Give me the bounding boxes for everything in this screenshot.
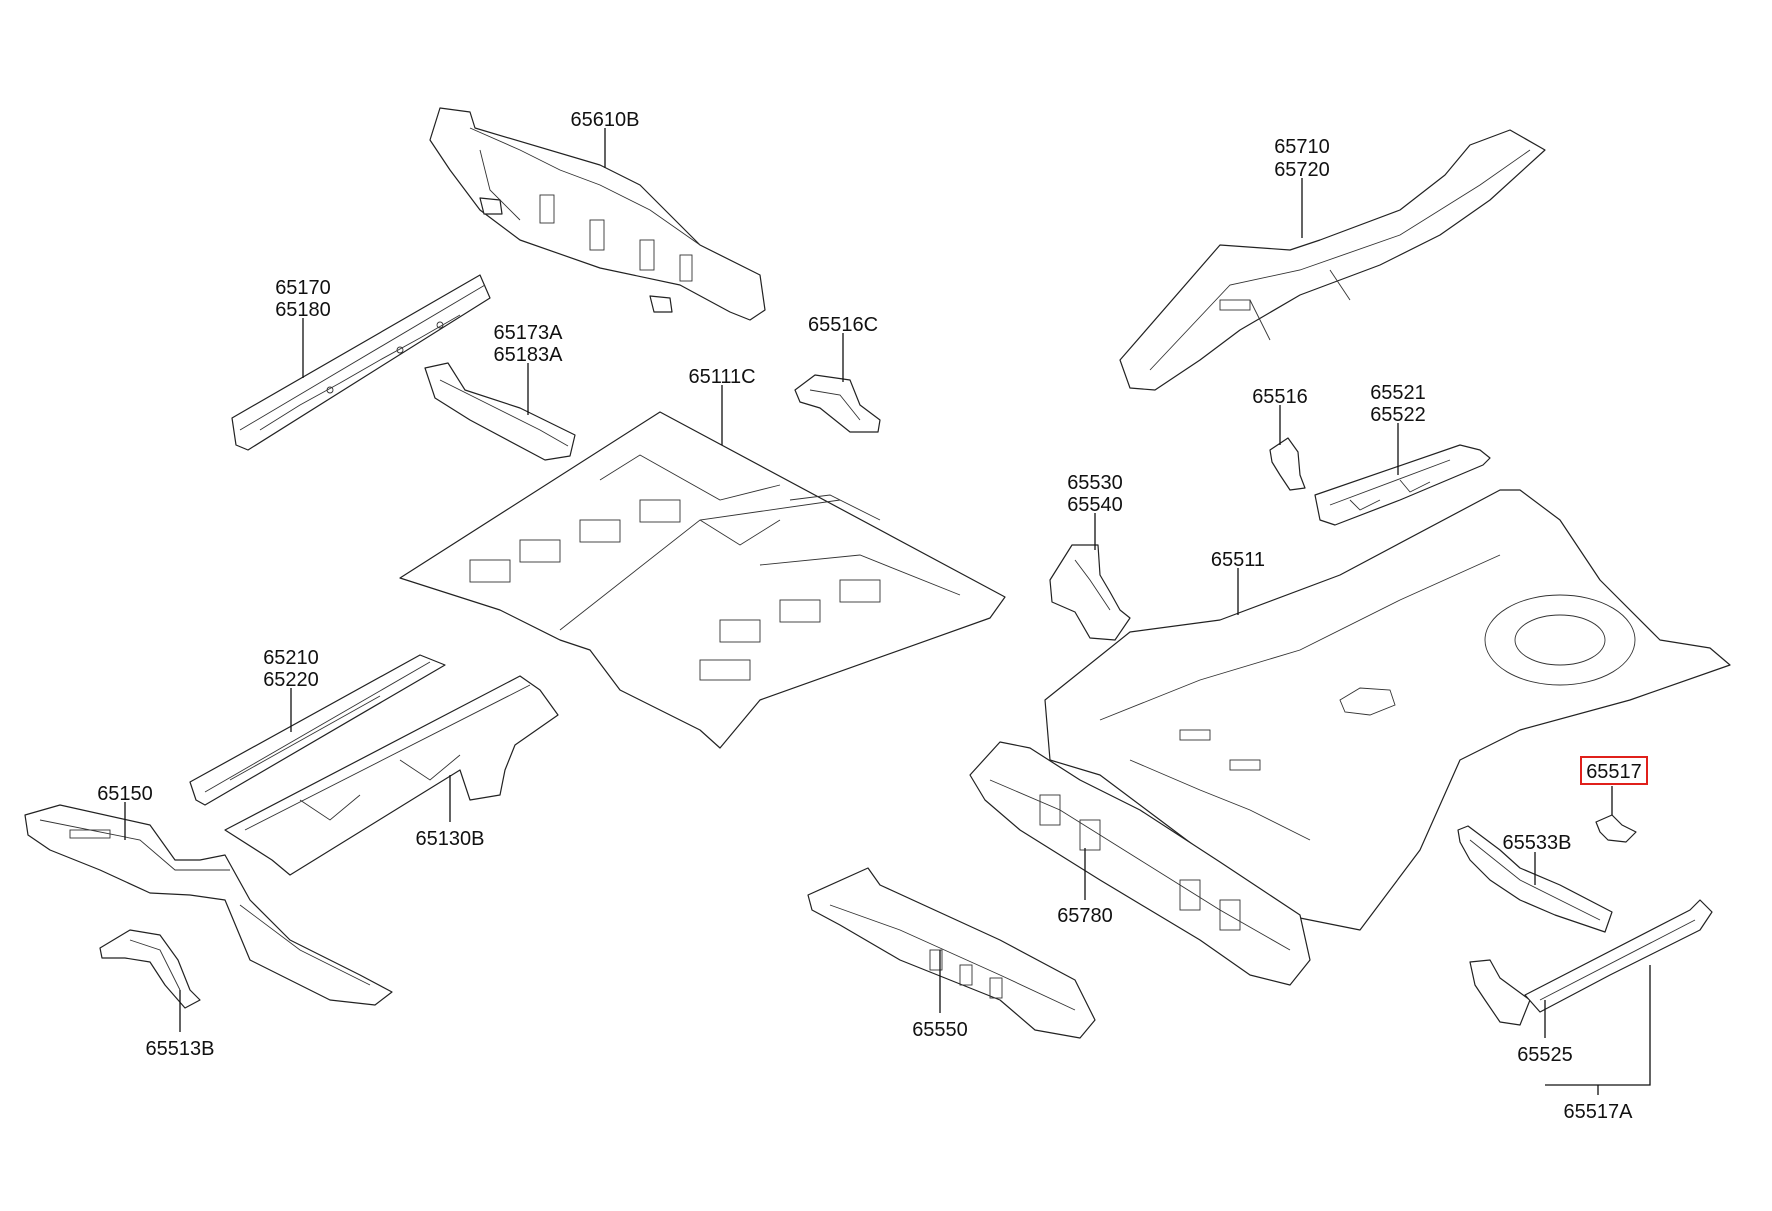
part-65610B[interactable] (429, 107, 766, 321)
label-65513B[interactable]: 65513B (146, 1038, 215, 1060)
label-65533B[interactable]: 65533B (1503, 832, 1572, 854)
part-65521[interactable] (1314, 444, 1491, 526)
label-65540[interactable]: 65540 (1067, 494, 1123, 516)
part-65130B[interactable] (224, 675, 559, 876)
part-65170[interactable] (231, 274, 491, 451)
leader-lines (124, 128, 1651, 1095)
label-65511[interactable]: 65511 (1211, 549, 1265, 571)
highlight-box-65517 (1580, 756, 1648, 785)
part-65517A[interactable] (1524, 899, 1713, 1013)
part-65516[interactable] (1269, 437, 1306, 491)
label-65210[interactable]: 65210 (263, 647, 319, 669)
part-65525[interactable] (1469, 959, 1531, 1026)
label-65111C[interactable]: 65111C (688, 366, 755, 388)
part-65710[interactable] (1119, 129, 1546, 391)
label-65525[interactable]: 65525 (1517, 1044, 1573, 1066)
part-labels: 65610B 65170 65180 65173A 65183A 65516C … (97, 109, 1642, 1123)
label-65522[interactable]: 65522 (1370, 404, 1426, 426)
label-65516C[interactable]: 65516C (808, 314, 878, 336)
part-65517[interactable] (1595, 814, 1637, 843)
part-65210[interactable] (189, 654, 446, 806)
label-65780[interactable]: 65780 (1057, 905, 1113, 927)
label-65710[interactable]: 65710 (1274, 136, 1330, 158)
label-65170[interactable]: 65170 (275, 277, 331, 299)
part-65513B[interactable] (99, 929, 201, 1009)
label-65183A[interactable]: 65183A (494, 344, 564, 366)
label-65173A[interactable]: 65173A (494, 322, 564, 344)
label-65720[interactable]: 65720 (1274, 159, 1330, 181)
label-65516[interactable]: 65516 (1252, 386, 1308, 408)
part-65516C[interactable] (794, 374, 881, 433)
label-65180[interactable]: 65180 (275, 299, 331, 321)
label-65130B[interactable]: 65130B (416, 828, 485, 850)
part-65150[interactable] (24, 804, 393, 1006)
part-65550[interactable] (807, 867, 1096, 1039)
part-65530[interactable] (1049, 544, 1131, 641)
part-65780[interactable] (969, 741, 1311, 986)
label-65530[interactable]: 65530 (1067, 472, 1123, 494)
label-65517A[interactable]: 65517A (1564, 1101, 1634, 1123)
label-65220[interactable]: 65220 (263, 669, 319, 691)
label-65517[interactable]: 65517 (1586, 761, 1642, 783)
label-65610B[interactable]: 65610B (571, 109, 640, 131)
label-65150[interactable]: 65150 (97, 783, 153, 805)
part-65173A[interactable] (424, 362, 576, 461)
part-65111C[interactable] (399, 411, 1006, 749)
label-65550[interactable]: 65550 (912, 1019, 968, 1041)
label-65521[interactable]: 65521 (1370, 382, 1426, 404)
